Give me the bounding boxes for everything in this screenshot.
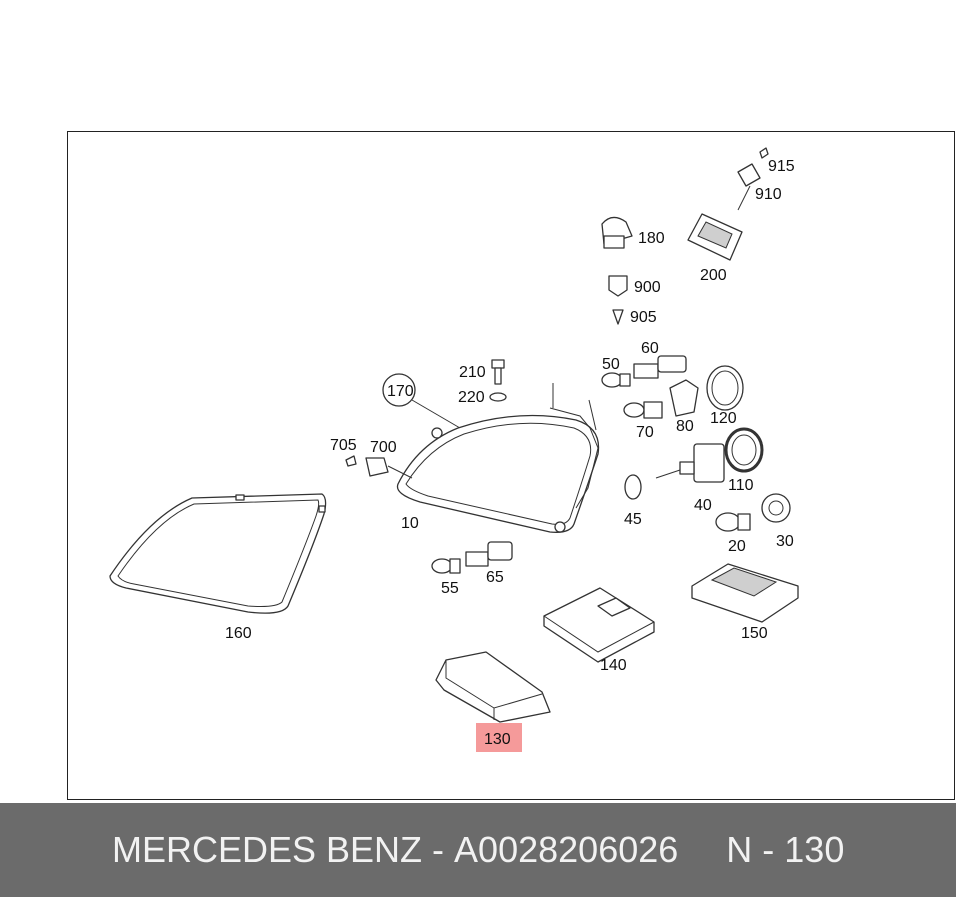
label-170: 170 [387,383,414,400]
part-20-drawing [715,512,751,532]
label-905: 905 [630,309,657,326]
label-65: 65 [486,569,504,586]
label-130-highlight [476,723,522,752]
headlamp-exploded-diagram: 915 910 200 180 900 905 210 220 170 10 7… [109,147,799,752]
part-120-drawing [706,365,744,411]
label-210: 210 [459,364,486,381]
label-70: 70 [636,424,654,441]
label-20: 20 [728,538,746,555]
label-40: 40 [694,497,712,514]
part-60-drawing [633,355,687,379]
label-80: 80 [676,418,694,435]
label-120: 120 [710,410,737,427]
part-50-drawing [601,372,631,388]
part-45-drawing [624,474,642,500]
label-45: 45 [624,511,642,528]
part-160-lens-frame-drawing [109,493,327,614]
part-915-910-drawing [737,147,769,211]
label-910: 910 [755,186,782,203]
label-900: 900 [634,279,661,296]
part-10-headlamp-drawing [396,383,600,533]
part-65-drawing [465,541,513,567]
label-55: 55 [441,580,459,597]
footer-brand: MERCEDES BENZ [112,829,423,870]
label-140: 140 [600,657,627,674]
part-180-drawing [601,216,633,249]
part-905-drawing [612,309,624,325]
label-10: 10 [401,515,419,532]
part-70-drawing [623,401,663,419]
label-60: 60 [641,340,659,357]
footer-part-number: A0028206026 [454,829,679,870]
part-220-drawing [489,392,507,402]
part-700-drawing [365,457,389,477]
part-150-drawing [691,563,799,623]
label-220: 220 [458,389,485,406]
label-150: 150 [741,625,768,642]
part-110-drawing [724,427,764,473]
label-700: 700 [370,439,397,456]
footer-bar: MERCEDES BENZ - A0028206026 N - 130 [0,803,956,897]
label-705: 705 [330,437,357,454]
label-130: 130 [484,731,511,748]
label-110: 110 [728,477,754,494]
label-180: 180 [638,230,665,247]
callout-circle-170 [382,373,416,407]
footer-position: N - 130 [726,829,845,870]
footer-separator: - [422,829,455,870]
part-55-drawing [431,558,461,574]
part-30-drawing [761,493,791,523]
part-130-drawing [435,651,551,723]
label-50: 50 [602,356,620,373]
label-160: 160 [225,625,252,642]
label-915: 915 [768,158,795,175]
label-30: 30 [776,533,794,550]
part-140-drawing [543,587,655,663]
part-210-drawing [491,359,505,385]
part-900-drawing [608,275,628,297]
part-80-drawing [669,379,699,417]
part-705-drawing [345,455,357,467]
part-40-drawing [655,443,725,483]
part-200-drawing [687,213,743,261]
label-200: 200 [700,267,727,284]
